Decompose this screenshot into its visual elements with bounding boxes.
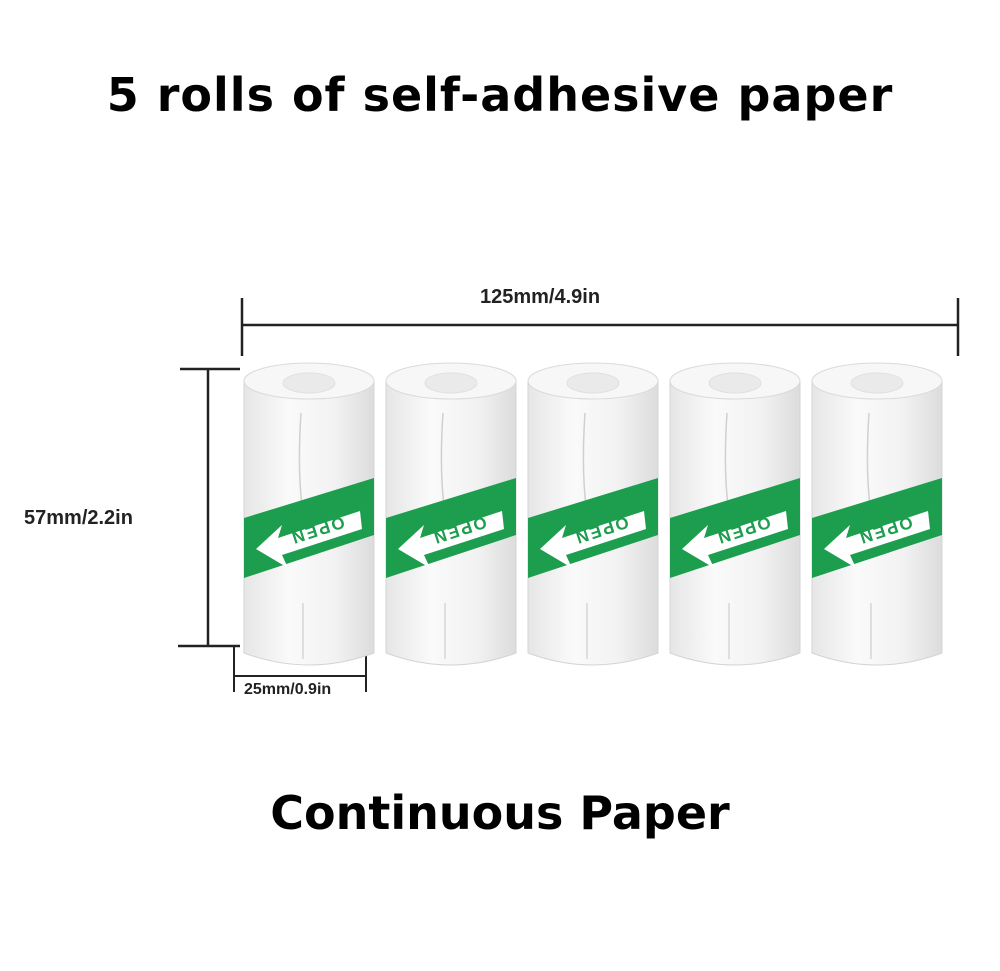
arrow-icon <box>398 511 504 568</box>
paper-roll: OPEN <box>527 362 659 666</box>
arrow-icon <box>540 511 646 568</box>
paper-roll: OPEN <box>243 362 375 666</box>
arrow-icon <box>256 511 362 568</box>
width-dimension-line <box>240 298 960 356</box>
product-subtitle: Continuous Paper <box>270 786 730 840</box>
core-dimension-label: 25mm/0.9in <box>244 681 332 698</box>
paper-roll: OPEN <box>385 362 517 666</box>
arrow-icon <box>682 511 788 568</box>
arrow-icon <box>824 511 930 568</box>
paper-roll: OPEN <box>669 362 801 666</box>
height-dimension-line <box>178 367 240 648</box>
width-dimension-label: 125mm/4.9in <box>480 286 601 308</box>
paper-roll: OPEN <box>811 362 943 666</box>
height-dimension-label: 57mm/2.2in <box>24 507 133 529</box>
product-title: 5 rolls of self-adhesive paper <box>106 68 894 122</box>
